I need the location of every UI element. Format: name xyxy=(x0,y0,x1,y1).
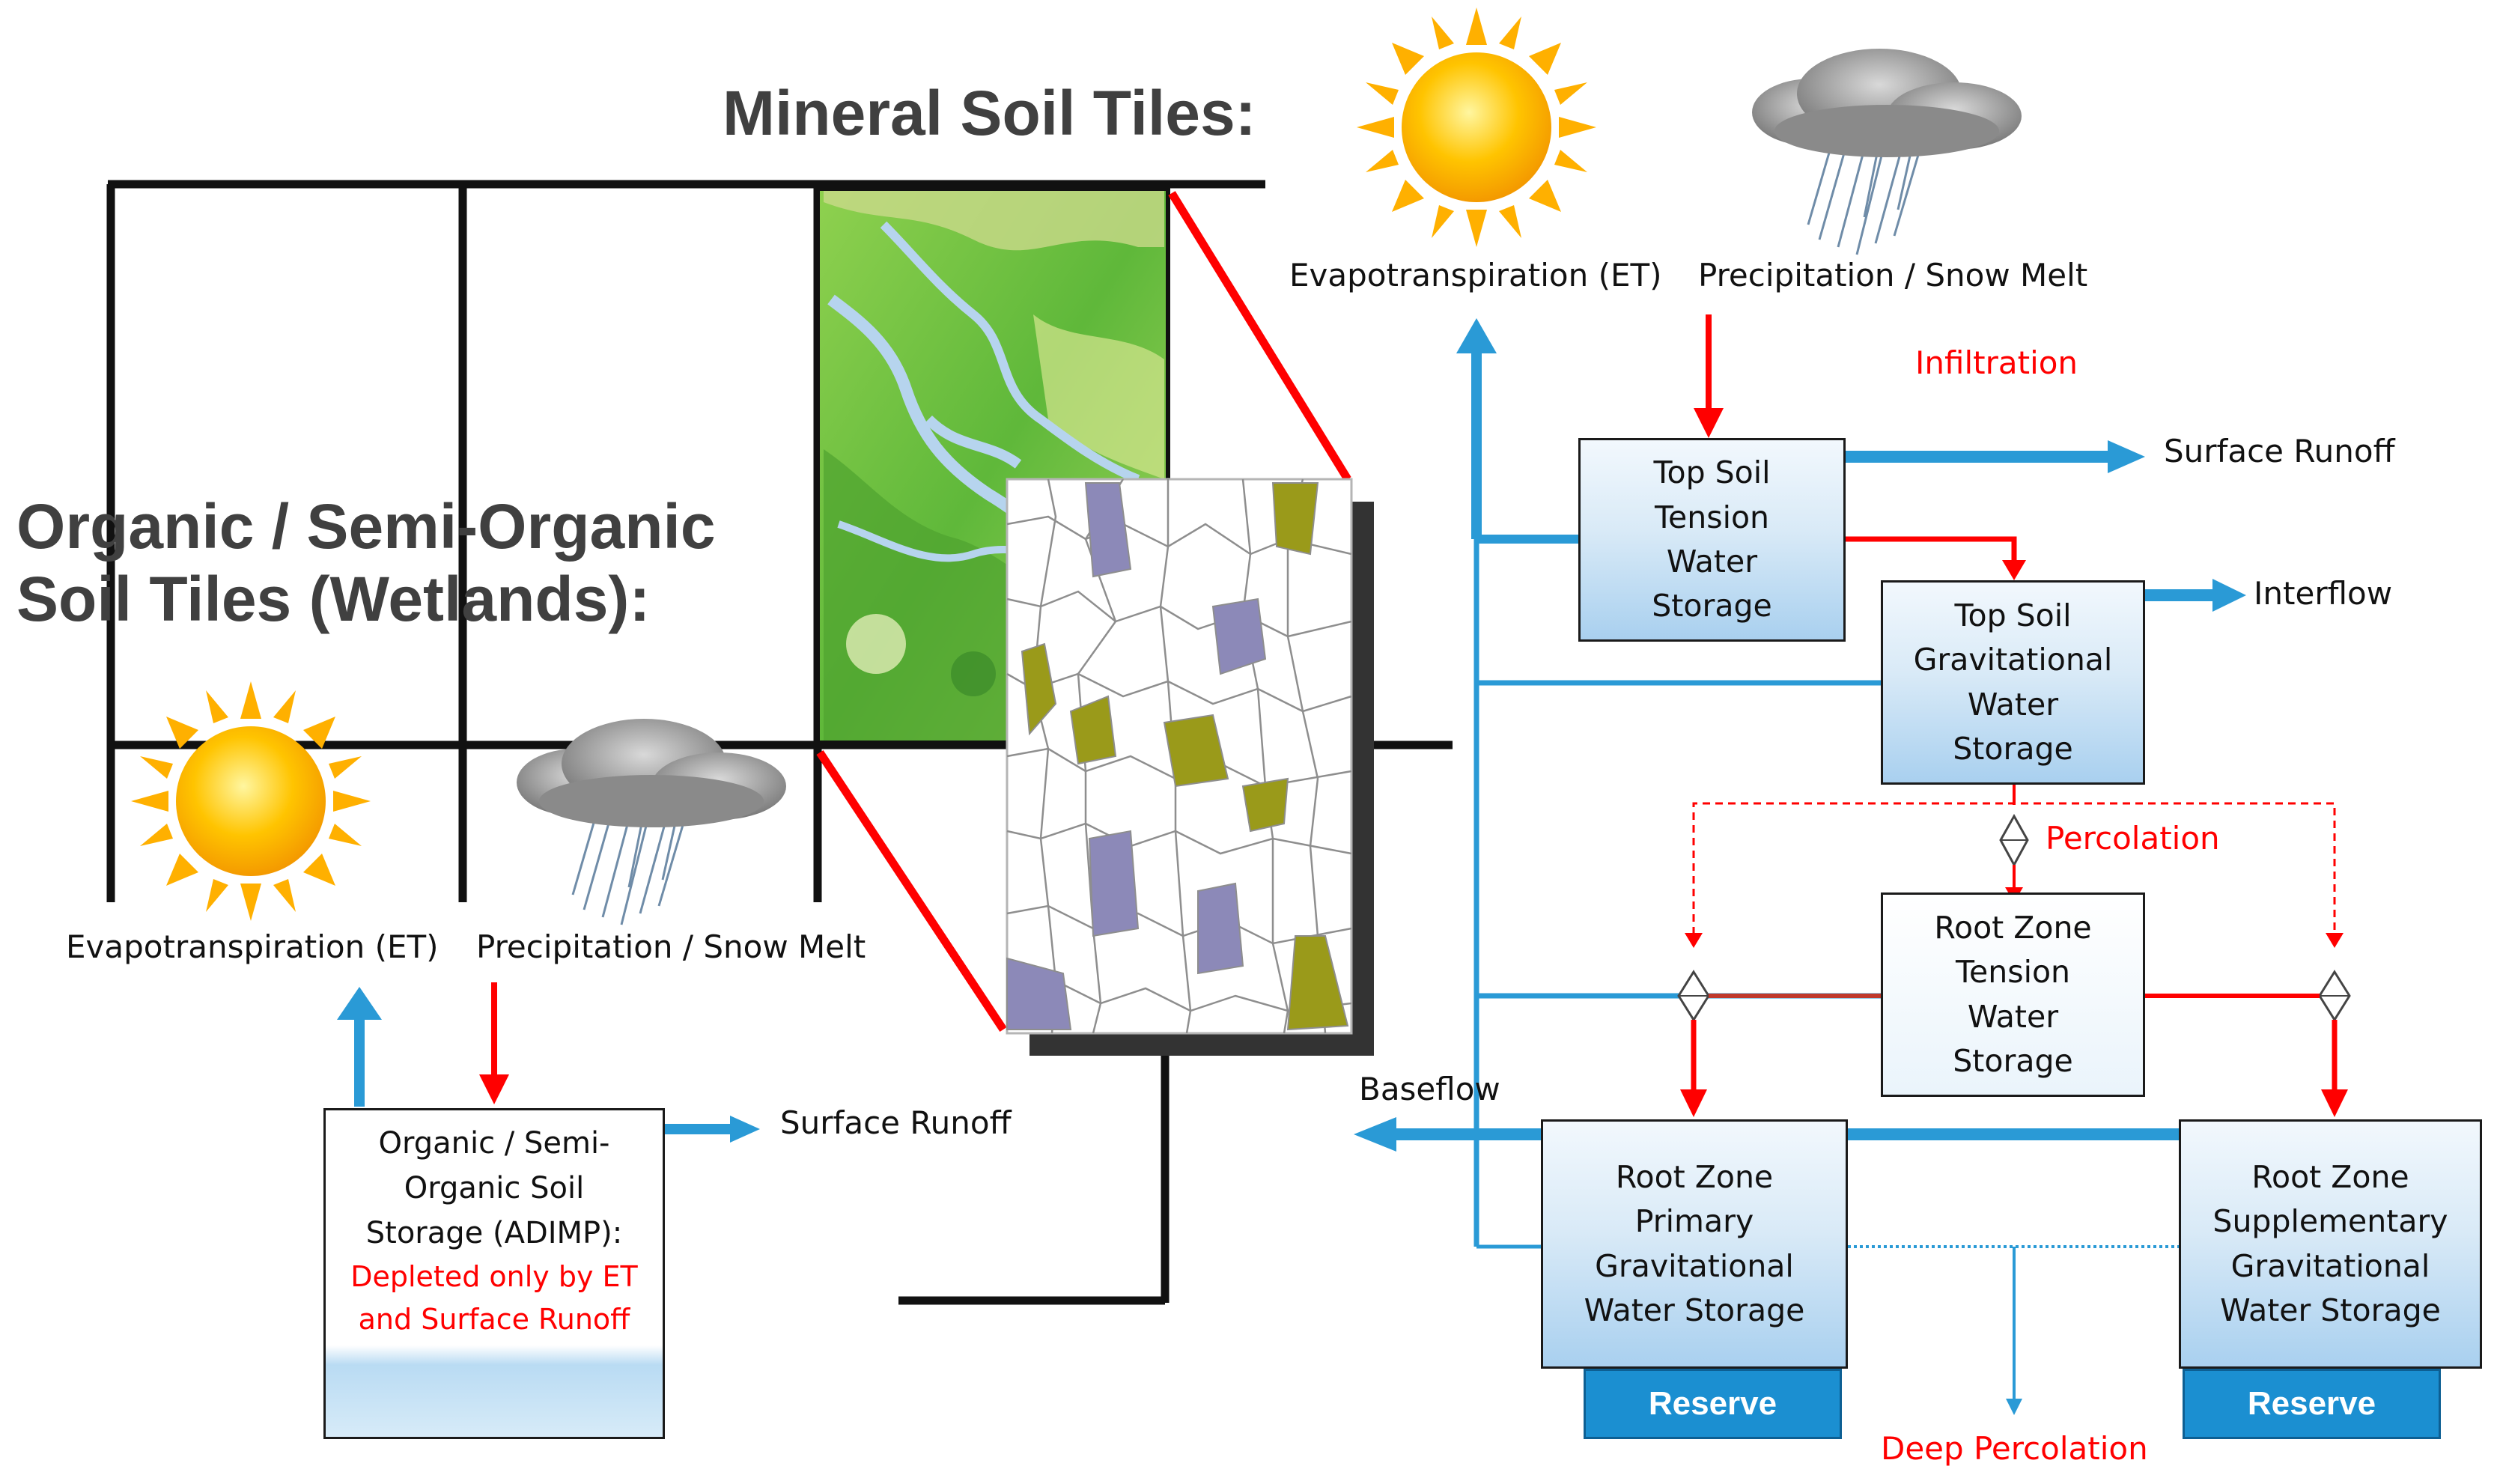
sun-icon xyxy=(131,681,371,921)
mineral-et-label: Evapotranspiration (ET) xyxy=(1289,257,1662,294)
organic-surface-runoff-label: Surface Runoff xyxy=(780,1104,1012,1141)
baseflow-label: Baseflow xyxy=(1359,1071,1500,1107)
box-line: Top Soil xyxy=(1954,597,2072,633)
storage-line: Organic / Semi- xyxy=(378,1126,610,1161)
box-line: Storage xyxy=(1652,588,1772,624)
root-supplementary-reserve: Reserve xyxy=(2183,1369,2441,1439)
box-line: Root Zone xyxy=(1615,1158,1774,1195)
organic-flows xyxy=(337,982,760,1143)
storage-note-line: and Surface Runoff xyxy=(358,1303,630,1336)
box-line: Gravitational xyxy=(1595,1247,1794,1284)
box-line: Storage xyxy=(1953,730,2073,767)
rain-cloud-icon xyxy=(517,719,786,925)
organic-heading-line-1: Organic / Semi-Organic xyxy=(16,491,716,562)
organic-heading-line-2: Soil Tiles (Wetlands): xyxy=(16,563,651,634)
box-line: Gravitational xyxy=(1913,642,2113,678)
root-zone-tension-box: Root Zone Tension Water Storage xyxy=(1881,892,2145,1097)
box-line: Tension xyxy=(1654,499,1770,535)
surface-runoff-label: Surface Runoff xyxy=(2164,433,2395,469)
rain-cloud-icon xyxy=(1752,49,2022,255)
deep-percolation-label: Deep Percolation xyxy=(1881,1430,2148,1467)
mineral-flows xyxy=(1354,314,2351,1415)
top-soil-gravitational-box: Top Soil Gravitational Water Storage xyxy=(1881,580,2145,785)
box-line: Top Soil xyxy=(1653,454,1771,491)
top-soil-tension-box: Top Soil Tension Water Storage xyxy=(1578,438,1846,642)
box-line: Gravitational xyxy=(2230,1247,2430,1284)
soil-polygon-icon xyxy=(1006,478,1374,1056)
box-line: Tension xyxy=(1955,954,2071,991)
root-primary-reserve: Reserve xyxy=(1584,1369,1842,1439)
box-line: Storage xyxy=(1953,1042,2073,1079)
mineral-precip-label: Precipitation / Snow Melt xyxy=(1698,257,2088,294)
infiltration-label: Infiltration xyxy=(1915,344,2078,381)
organic-soil-heading: Organic / Semi-Organic Soil Tiles (Wetla… xyxy=(16,490,716,635)
root-zone-supplementary-box: Root Zone Supplementary Gravitational Wa… xyxy=(2179,1119,2482,1369)
organic-precip-label: Precipitation / Snow Melt xyxy=(476,928,866,965)
interflow-label: Interflow xyxy=(2254,575,2393,612)
box-line: Water xyxy=(1666,544,1758,580)
box-line: Water xyxy=(1967,686,2059,723)
percolation-label: Percolation xyxy=(2046,820,2220,857)
sun-icon xyxy=(1357,7,1596,247)
organic-et-label: Evapotranspiration (ET) xyxy=(66,928,439,965)
storage-line: Organic Soil xyxy=(404,1171,585,1205)
box-line: Root Zone xyxy=(1934,909,2092,946)
box-line: Supplementary xyxy=(2212,1203,2448,1240)
box-line: Water Storage xyxy=(1584,1292,1805,1328)
box-line: Water xyxy=(1967,998,2059,1035)
box-line: Primary xyxy=(1634,1203,1754,1240)
box-line: Water Storage xyxy=(2220,1292,2441,1328)
storage-note-line: Depleted only by ET xyxy=(350,1260,638,1293)
mineral-soil-heading: Mineral Soil Tiles: xyxy=(723,78,1256,148)
box-line: Root Zone xyxy=(2251,1158,2409,1195)
organic-soil-storage-box: Organic / Semi- Organic Soil Storage (AD… xyxy=(323,1108,665,1439)
storage-line: Storage (ADIMP): xyxy=(365,1216,623,1250)
root-zone-primary-box: Root Zone Primary Gravitational Water St… xyxy=(1541,1119,1848,1369)
